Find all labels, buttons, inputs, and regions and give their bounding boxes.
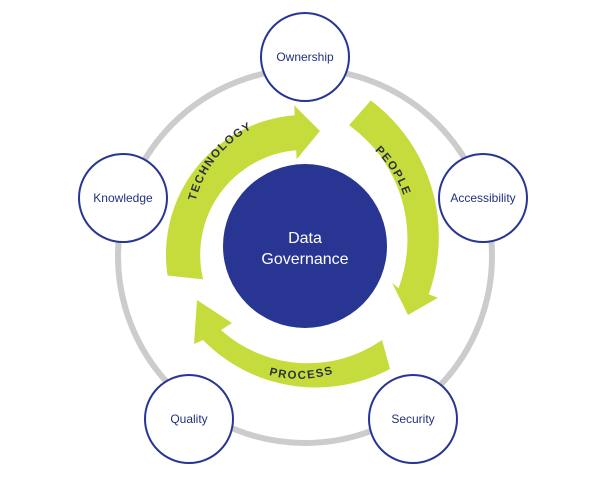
node-security-circle	[368, 374, 458, 464]
node-accessibility: Accessibility	[438, 153, 528, 243]
node-quality: Quality	[144, 374, 234, 464]
cycle-arrows	[165, 100, 439, 388]
node-knowledge: Knowledge	[78, 153, 168, 243]
node-ownership-label: Ownership	[276, 50, 334, 64]
node-ownership: Ownership	[260, 12, 350, 102]
center-circle	[223, 164, 387, 328]
node-ownership-circle	[260, 12, 350, 102]
node-quality-label: Quality	[170, 412, 207, 426]
process-arrow	[194, 300, 390, 388]
center-label-line1: Data	[288, 230, 322, 247]
node-quality-circle	[144, 374, 234, 464]
node-security-label: Security	[391, 412, 434, 426]
node-knowledge-circle	[78, 153, 168, 243]
technology-arrow	[165, 105, 320, 280]
node-accessibility-label: Accessibility	[450, 191, 515, 205]
people-arrow	[349, 100, 439, 315]
node-knowledge-label: Knowledge	[93, 191, 153, 205]
center-label-line2: Governance	[261, 251, 348, 268]
node-accessibility-circle	[438, 153, 528, 243]
node-security: Security	[368, 374, 458, 464]
